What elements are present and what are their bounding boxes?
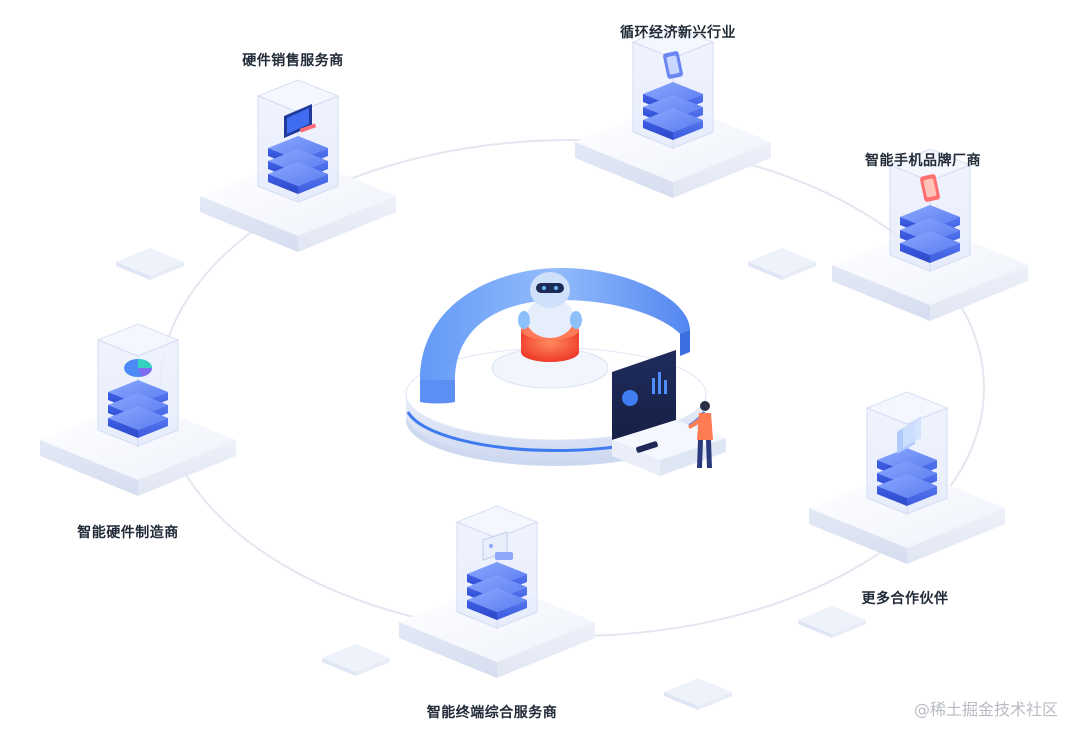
floor-tile bbox=[116, 248, 184, 280]
robot-icon bbox=[518, 272, 582, 338]
watermark: @稀土掘金技术社区 bbox=[913, 700, 1058, 719]
phone-icon bbox=[663, 51, 683, 79]
floor-tile bbox=[798, 606, 866, 638]
monitor-icon bbox=[284, 104, 317, 138]
pie-chart-icon bbox=[124, 359, 152, 377]
node-label-circular-economy: 循环经济新兴行业 bbox=[620, 25, 736, 41]
floor-tile bbox=[322, 644, 390, 676]
node-label-hardware-manufacturer: 智能硬件制造商 bbox=[77, 525, 179, 541]
node-circular-economy bbox=[575, 25, 771, 198]
dashboard-icon bbox=[612, 350, 726, 476]
node-hardware-manufacturer bbox=[40, 323, 236, 496]
node-label-smartphone-brand: 智能手机品牌厂商 bbox=[865, 153, 981, 169]
node-label-terminal-service: 智能终端综合服务商 bbox=[426, 705, 558, 721]
floor-tile bbox=[664, 678, 732, 710]
tablet-icon bbox=[897, 416, 921, 454]
central-platform bbox=[405, 268, 726, 476]
node-terminal-service bbox=[399, 505, 595, 678]
floor-tile bbox=[748, 248, 816, 280]
node-label-more-partners: 更多合作伙伴 bbox=[861, 591, 949, 607]
router-icon bbox=[482, 531, 513, 561]
person-icon bbox=[688, 401, 713, 468]
node-hardware-sales bbox=[200, 79, 396, 252]
node-label-hardware-sales: 硬件销售服务商 bbox=[242, 53, 344, 69]
phone-red-icon bbox=[920, 174, 940, 202]
node-smartphone-brand bbox=[832, 148, 1028, 321]
node-more-partners bbox=[809, 391, 1005, 564]
